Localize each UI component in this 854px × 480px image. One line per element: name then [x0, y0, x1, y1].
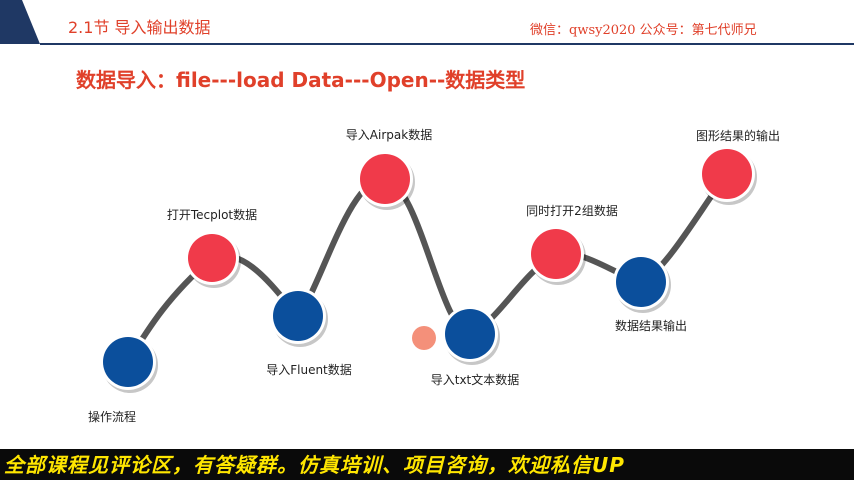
step-label-open-tecplot: 打开Tecplot数据	[166, 208, 258, 222]
step-label-import-fluent: 导入Fluent数据	[266, 363, 352, 377]
step-node-import-txt	[442, 306, 500, 365]
highlight-marker-dot	[412, 326, 436, 350]
section-title: 2.1节 导入输出数据	[68, 18, 211, 37]
step-node-data-output	[613, 254, 671, 313]
contact-info: 微信：qwsy2020 公众号：第七代师兄	[530, 23, 757, 38]
step-node-open-two-datasets	[528, 226, 586, 285]
step-node-graphic-output	[699, 146, 757, 205]
step-label-data-output: 数据结果输出	[614, 319, 688, 333]
step-node-open-tecplot	[185, 231, 241, 288]
step-node-fill	[445, 309, 495, 359]
step-node-import-airpak	[357, 151, 415, 210]
step-node-fill	[103, 337, 153, 387]
header-accent-shape	[0, 0, 40, 44]
step-label-process-flow: 操作流程	[87, 410, 137, 424]
step-label-open-two-datasets: 同时打开2组数据	[526, 204, 618, 218]
step-node-fill	[188, 234, 236, 282]
step-node-fill	[360, 154, 410, 204]
step-node-import-fluent	[270, 288, 328, 347]
step-label-import-txt: 导入txt文本数据	[430, 373, 520, 387]
step-node-fill	[273, 291, 323, 341]
step-label-graphic-output: 图形结果的输出	[695, 129, 781, 143]
promo-banner-text: 全部课程见评论区，有答疑群。仿真培训、项目咨询，欢迎私信UP	[4, 453, 625, 477]
step-node-fill	[616, 257, 666, 307]
step-label-import-airpak: 导入Airpak数据	[345, 128, 433, 142]
step-node-fill	[702, 149, 752, 199]
slide-subtitle: 数据导入：file---load Data---Open--数据类型	[76, 68, 526, 92]
step-node-process-flow	[100, 334, 158, 393]
header-divider	[40, 43, 854, 45]
step-node-fill	[531, 229, 581, 279]
promo-banner: 全部课程见评论区，有答疑群。仿真培训、项目咨询，欢迎私信UP	[0, 449, 854, 480]
